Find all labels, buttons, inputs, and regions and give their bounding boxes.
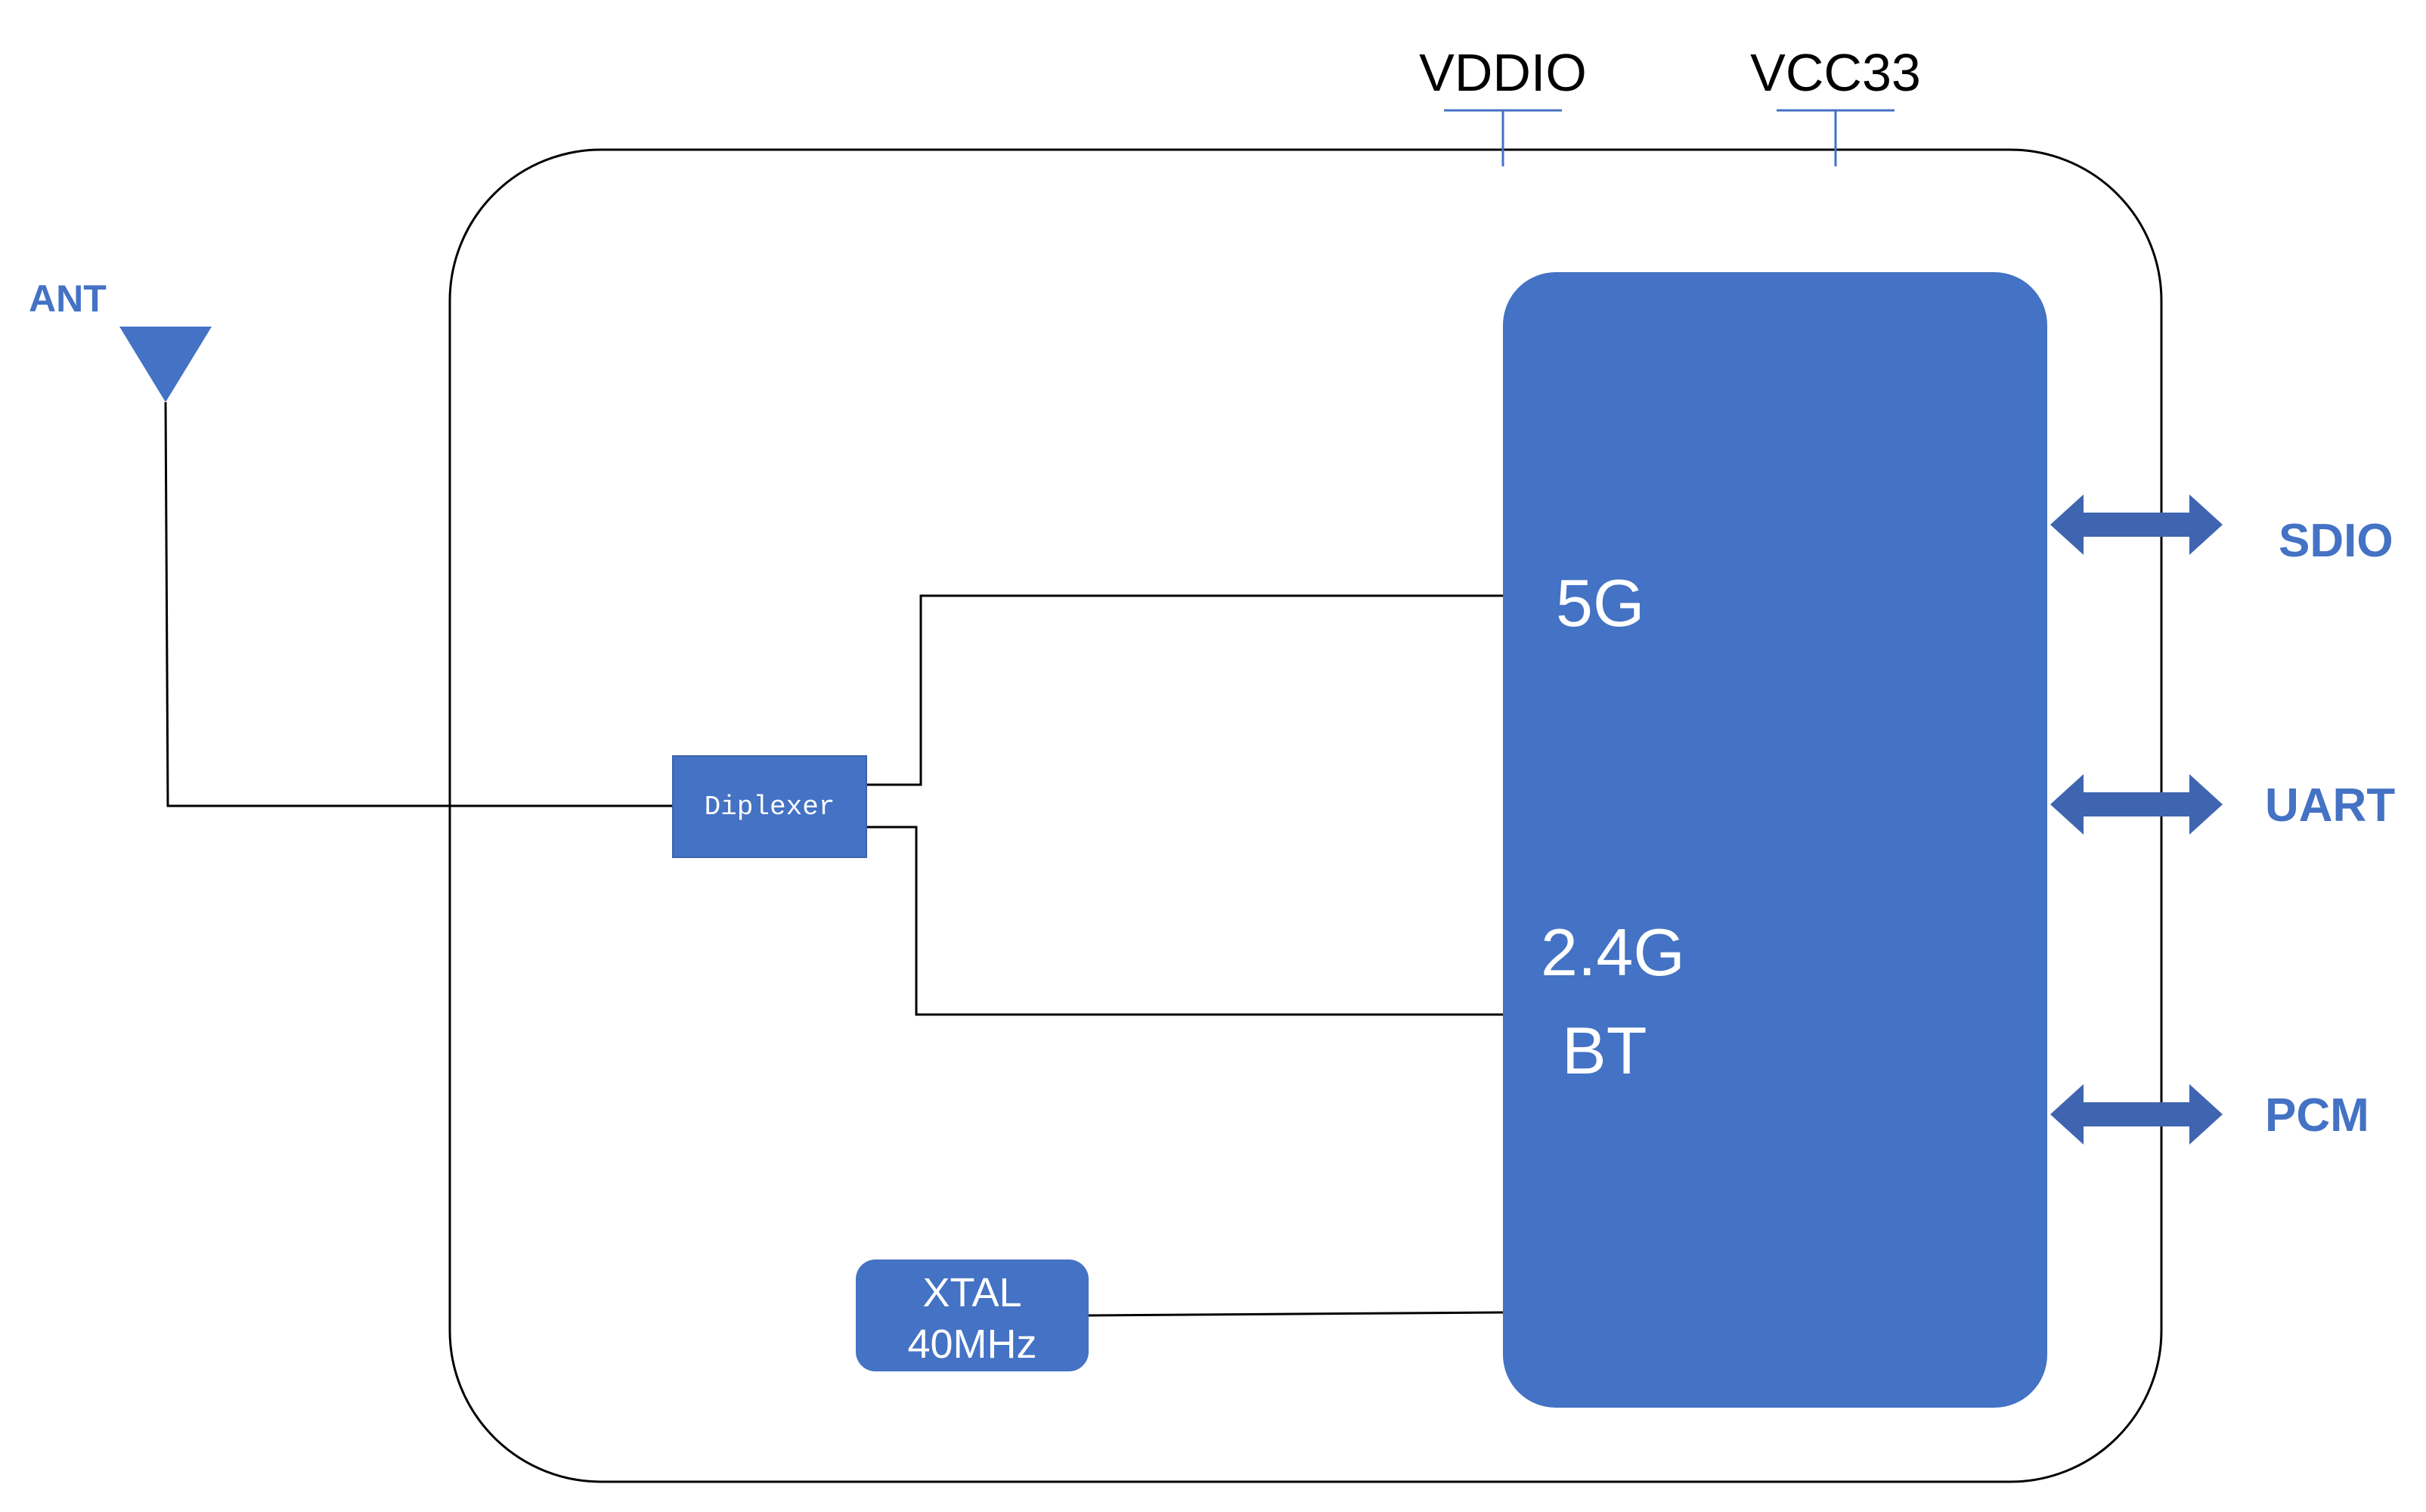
xtal-block [856, 1259, 1089, 1371]
vcc33-pin [1777, 109, 1895, 166]
uart-double-arrow-icon [2050, 774, 2223, 835]
vcc33-label: VCC33 [1750, 43, 1921, 102]
antenna-label: ANT [29, 277, 107, 320]
chip-24g-label: 2.4G [1541, 915, 1685, 990]
vddio-pin [1444, 109, 1562, 166]
wire-xtal-to-chip [1088, 1311, 1504, 1317]
chip-bt-label: BT [1562, 1013, 1647, 1088]
pcm-label: PCM [2265, 1089, 2369, 1142]
vddio-label: VDDIO [1419, 43, 1587, 102]
chip-block [1503, 272, 2047, 1408]
diplexer-block [672, 755, 867, 858]
xtal-line1: XTAL [922, 1270, 1021, 1315]
wire-diplexer-to-2g4 [866, 826, 1503, 1016]
sdio-double-arrow-icon [2050, 494, 2223, 555]
antenna-triangle-icon [119, 327, 212, 402]
pcm-double-arrow-icon [2050, 1084, 2223, 1145]
uart-label: UART [2265, 779, 2395, 832]
wire-diplexer-to-5g [866, 594, 1503, 786]
sdio-label: SDIO [2279, 515, 2393, 567]
antenna-wire [164, 401, 673, 807]
diplexer-label: Diplexer [705, 792, 835, 823]
chip-5g-label: 5G [1556, 565, 1644, 640]
xtal-line2: 40MHz [907, 1321, 1036, 1367]
